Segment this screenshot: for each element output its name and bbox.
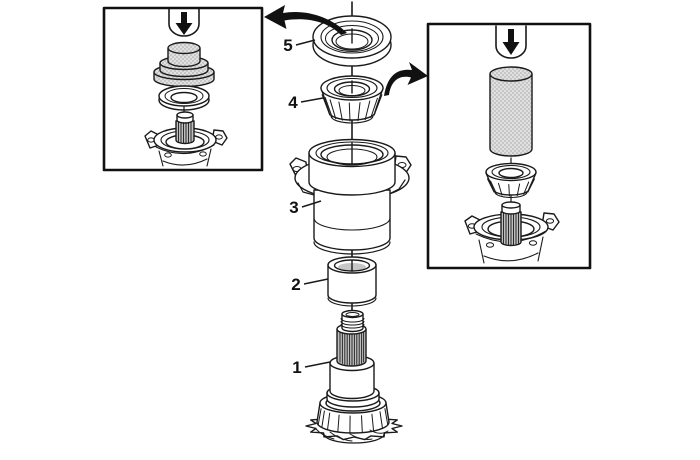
inset-bearing-installation <box>426 22 592 270</box>
press-ram <box>168 8 200 37</box>
callout-4: 4 <box>288 93 324 112</box>
collapsible-spacer <box>327 256 377 307</box>
callouts: 1 2 3 4 5 <box>283 36 331 377</box>
press-ram <box>495 25 527 59</box>
seal-driver-tool <box>153 41 215 88</box>
inset-seal-installation <box>102 6 264 172</box>
callout-5: 5 <box>283 36 316 55</box>
callout-4-label: 4 <box>288 93 298 112</box>
curved-arrow-left-icon <box>264 5 347 35</box>
callout-1: 1 <box>292 358 331 377</box>
bearing-housing <box>289 138 412 255</box>
callout-2: 2 <box>291 275 329 294</box>
press-down-arrow-icon <box>175 12 193 35</box>
main-assembly <box>289 1 412 444</box>
callout-5-label: 5 <box>283 36 292 55</box>
pinion-gear-shaft <box>305 309 403 444</box>
press-down-arrow-icon <box>502 29 520 55</box>
inset-left-border <box>102 6 264 172</box>
seal-part <box>158 85 210 111</box>
callout-3-label: 3 <box>289 198 298 217</box>
housing-with-shaft <box>144 111 228 167</box>
callout-2-label: 2 <box>291 275 300 294</box>
bearing-part <box>485 162 537 199</box>
curved-arrow-right-icon <box>384 62 428 96</box>
callout-1-label: 1 <box>292 358 301 377</box>
callout-3: 3 <box>289 198 322 217</box>
inset-right-border <box>426 22 592 270</box>
bearing-driver-tool <box>489 66 533 157</box>
housing-with-shaft <box>464 201 560 264</box>
